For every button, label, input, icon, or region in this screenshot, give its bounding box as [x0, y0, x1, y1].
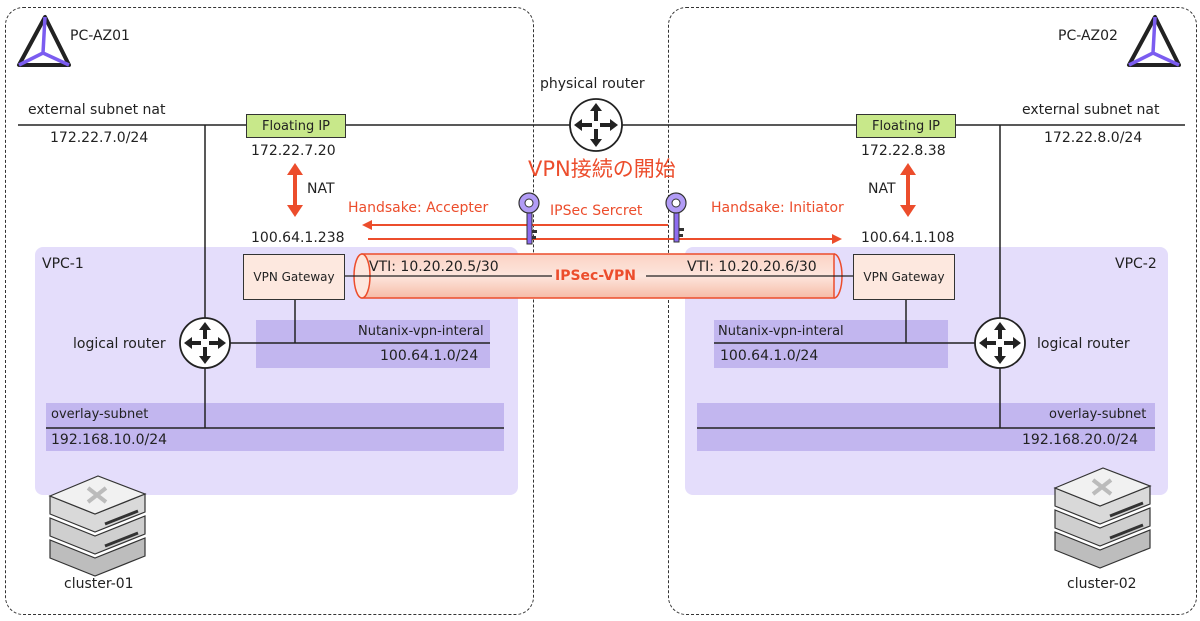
vpc2-overlay-name: overlay-subnet — [1049, 407, 1147, 422]
logical-router-icon-right — [974, 317, 1026, 369]
tunnel-label: IPSec-VPN — [555, 268, 636, 284]
vti-left-label: VTI: 10.20.20.5/30 — [369, 259, 499, 275]
vpc2-overlay-subnet — [697, 403, 1155, 451]
logical-router-left-label: logical router — [73, 336, 166, 352]
vpc1-overlay-subnet — [46, 403, 504, 451]
vpc2-internal-cidr: 100.64.1.0/24 — [720, 348, 819, 364]
gateway-ip-left: 100.64.1.238 — [251, 230, 345, 246]
vpc2-internal-name: Nutanix-vpn-interal — [718, 324, 844, 339]
ipsec-tunnel — [342, 253, 854, 299]
vpc2-internal-subnet — [714, 320, 948, 368]
physical-router-label: physical router — [540, 76, 645, 92]
key-icon-right — [665, 192, 687, 243]
handshake-left-label: Handsake: Accepter — [348, 200, 489, 216]
vpc2-name: VPC-2 — [1115, 256, 1157, 272]
prism-logo-left — [17, 15, 71, 67]
floating-ip-right: Floating IP — [856, 114, 956, 138]
vpn-gateway-left: VPN Gateway — [243, 254, 345, 300]
external-subnet-left-label: external subnet nat — [28, 102, 166, 118]
cluster-server-icon-right — [1053, 467, 1152, 569]
vpc1-internal-cidr: 100.64.1.0/24 — [380, 348, 479, 364]
vpn-title: VPN接続の開始 — [528, 157, 676, 181]
az2-name: PC-AZ02 — [1058, 28, 1118, 44]
vpc1-overlay-cidr: 192.168.10.0/24 — [51, 432, 168, 448]
floating-ip-left-address: 172.22.7.20 — [251, 143, 336, 159]
az-01-frame — [5, 7, 534, 615]
vpc1-name: VPC-1 — [42, 256, 84, 272]
external-subnet-left-cidr: 172.22.7.0/24 — [50, 130, 149, 146]
handshake-right-label: Handsake: Initiator — [711, 200, 844, 216]
vti-right-label: VTI: 10.20.20.6/30 — [687, 259, 817, 275]
cluster-02-label: cluster-02 — [1067, 576, 1137, 592]
external-subnet-right-cidr: 172.22.8.0/24 — [1044, 130, 1143, 146]
az-02-frame — [668, 7, 1197, 615]
logical-router-icon-left — [179, 317, 231, 369]
cluster-01-label: cluster-01 — [64, 576, 134, 592]
ipsec-secret-label: IPSec Sercret — [550, 203, 643, 219]
floating-ip-right-address: 172.22.8.38 — [861, 143, 946, 159]
nat-left-label: NAT — [307, 181, 335, 197]
nat-arrow-left — [287, 163, 303, 217]
gateway-ip-right: 100.64.1.108 — [861, 230, 955, 246]
az1-name: PC-AZ01 — [70, 28, 130, 44]
vpc2-overlay-cidr: 192.168.20.0/24 — [1022, 432, 1139, 448]
nat-right-label: NAT — [868, 181, 896, 197]
vpn-gateway-right: VPN Gateway — [853, 254, 955, 300]
floating-ip-left: Floating IP — [246, 114, 346, 138]
external-subnet-right-label: external subnet nat — [1022, 102, 1160, 118]
physical-router-icon — [569, 98, 623, 152]
cluster-server-icon-left — [48, 475, 147, 577]
vpc1-overlay-name: overlay-subnet — [51, 407, 149, 422]
nat-arrow-right — [900, 163, 916, 217]
key-icon-left — [518, 192, 540, 245]
logical-router-right-label: logical router — [1037, 336, 1130, 352]
vpc1-internal-name: Nutanix-vpn-interal — [358, 324, 484, 339]
prism-logo-right — [1127, 15, 1181, 67]
